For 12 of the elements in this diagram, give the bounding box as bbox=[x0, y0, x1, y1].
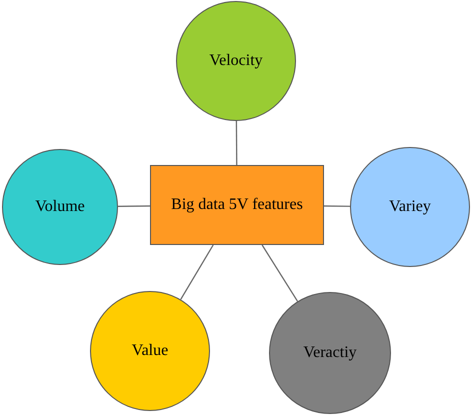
node-label: Velocity bbox=[209, 52, 263, 70]
node-label: Variey bbox=[389, 198, 431, 216]
connector-line bbox=[236, 121, 238, 165]
node-label: Value bbox=[132, 342, 168, 360]
node-label: Veractiy bbox=[303, 344, 357, 362]
connector-line bbox=[324, 205, 350, 207]
node-label: Volume bbox=[35, 198, 85, 216]
connector-line bbox=[180, 244, 214, 300]
node-label: Big data 5V features bbox=[171, 194, 303, 215]
topic-box bbox=[150, 165, 324, 245]
connector-line bbox=[118, 205, 150, 207]
connector-line bbox=[262, 244, 298, 302]
